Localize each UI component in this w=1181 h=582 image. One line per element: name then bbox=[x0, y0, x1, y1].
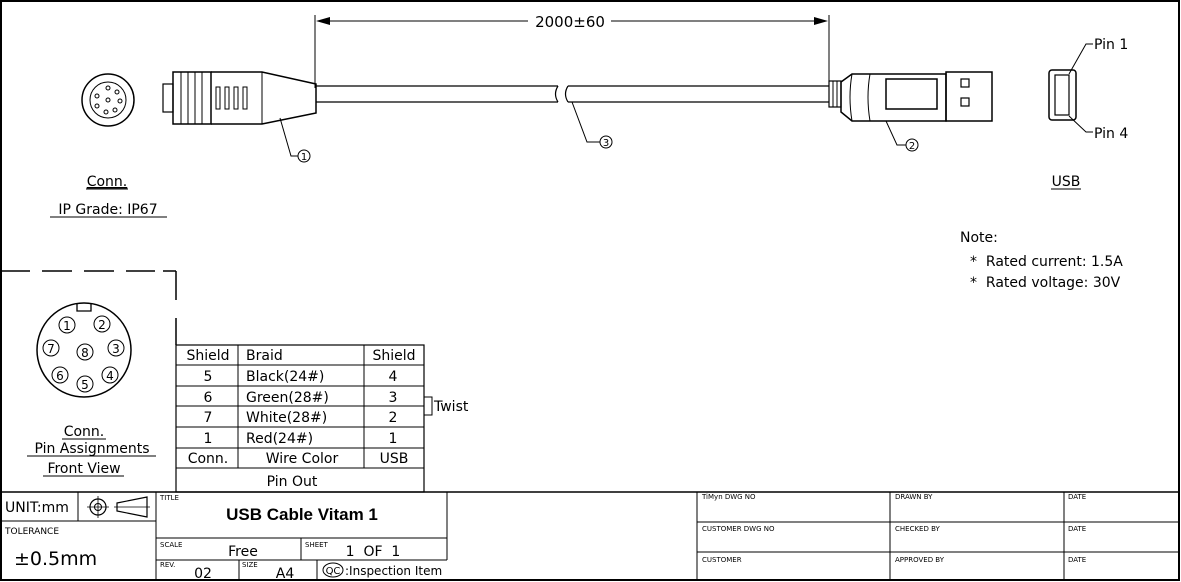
table-cell-wire-color: Black(24#) bbox=[246, 369, 324, 385]
connector-label: Conn. bbox=[87, 174, 128, 190]
date-label-drawn: DATE bbox=[1068, 493, 1086, 501]
table-cell-conn-pin: 7 bbox=[204, 410, 213, 426]
length-dimension: 2000±60 bbox=[314, 13, 830, 90]
qc-symbol: QC bbox=[326, 566, 341, 577]
sheet-label: SHEET bbox=[305, 541, 329, 549]
table-cell-wire-color: Green(28#) bbox=[246, 390, 329, 406]
note-rated-current: * Rated current: 1.5A bbox=[970, 254, 1123, 270]
usb-label: USB bbox=[1052, 174, 1081, 190]
usb-plug-side-view bbox=[828, 71, 993, 122]
tolerance-label: TOLERANCE bbox=[4, 527, 59, 537]
connector-end-view bbox=[81, 73, 135, 127]
rev-value: 02 bbox=[194, 566, 212, 582]
ip-grade-label: IP Grade: IP67 bbox=[58, 202, 157, 218]
table-cell-wire-color: Red(24#) bbox=[246, 431, 313, 447]
size-value: A4 bbox=[276, 566, 295, 582]
svg-text:2: 2 bbox=[909, 141, 915, 152]
table-header-shield-usb: Shield bbox=[372, 348, 415, 364]
rev-label: REV. bbox=[160, 561, 175, 569]
pin-assignment-caption-conn: Conn. bbox=[64, 424, 105, 440]
pin-label-1: 1 bbox=[63, 319, 71, 333]
usb-receptacle-front-view bbox=[1048, 43, 1093, 133]
callout-1: 1 bbox=[279, 117, 311, 163]
pin-label-7: 7 bbox=[47, 342, 55, 356]
note-rated-voltage: * Rated voltage: 30V bbox=[970, 275, 1121, 291]
date-label-approved: DATE bbox=[1068, 556, 1086, 564]
table-footer-usb: USB bbox=[380, 451, 409, 467]
checked-by-label: CHECKED BY bbox=[895, 525, 941, 533]
dwg-no-label: TiMyn DWG NO bbox=[701, 493, 756, 501]
pin-label-5: 5 bbox=[81, 378, 89, 392]
table-cell-wire-color: White(28#) bbox=[246, 410, 327, 426]
qc-description: :Inspection Item bbox=[345, 564, 442, 578]
pin-label-3: 3 bbox=[112, 342, 120, 356]
svg-text:1: 1 bbox=[301, 152, 307, 163]
callout-2: 2 bbox=[885, 120, 919, 152]
drawn-by-label: DRAWN BY bbox=[895, 493, 933, 501]
customer-label: CUSTOMER bbox=[702, 556, 742, 564]
date-label-checked: DATE bbox=[1068, 525, 1086, 533]
projection-symbol bbox=[87, 496, 150, 518]
qc-symbol-icon bbox=[322, 562, 344, 578]
callout-3: 3 bbox=[571, 101, 613, 149]
length-dimension-label: 2000±60 bbox=[535, 13, 605, 31]
scale-value: Free bbox=[228, 544, 258, 560]
tolerance-value: ±0.5mm bbox=[14, 548, 97, 570]
table-cell-conn-pin: 5 bbox=[204, 369, 213, 385]
table-cell-usb-pin: 3 bbox=[389, 390, 398, 406]
pin-label-4: 4 bbox=[106, 369, 114, 383]
cable bbox=[316, 85, 829, 103]
table-cell-conn-pin: 6 bbox=[204, 390, 213, 406]
sheet-value: 1 OF 1 bbox=[346, 544, 401, 560]
drawing-title: USB Cable Vitam 1 bbox=[226, 505, 378, 524]
pin-label-8: 8 bbox=[81, 346, 89, 360]
table-footer-conn: Conn. bbox=[188, 451, 229, 467]
table-cell-usb-pin: 4 bbox=[389, 369, 398, 385]
title-block bbox=[1, 491, 1179, 580]
svg-text:3: 3 bbox=[603, 138, 609, 149]
pin-label-6: 6 bbox=[56, 369, 64, 383]
note-heading: Note: bbox=[960, 230, 998, 246]
table-footer-wire-color: Wire Color bbox=[266, 451, 339, 467]
size-label: SIZE bbox=[242, 561, 258, 569]
table-cell-usb-pin: 1 bbox=[389, 431, 398, 447]
approved-by-label: APPROVED BY bbox=[895, 556, 945, 564]
pin-assignment-caption-view: Front View bbox=[47, 461, 120, 477]
title-label: TITLE bbox=[159, 494, 179, 502]
pin-assignment-detail bbox=[2, 270, 177, 398]
usb-pin4-label: Pin 4 bbox=[1094, 126, 1128, 142]
twist-label: Twist bbox=[433, 399, 469, 415]
scale-label: SCALE bbox=[160, 541, 182, 549]
table-cell-usb-pin: 2 bbox=[389, 410, 398, 426]
table-header-shield-conn: Shield bbox=[186, 348, 229, 364]
table-cell-conn-pin: 1 bbox=[204, 431, 213, 447]
customer-dwg-no-label: CUSTOMER DWG NO bbox=[702, 525, 775, 533]
pinout-table-title: Pin Out bbox=[267, 474, 318, 490]
pin-label-2: 2 bbox=[98, 318, 106, 332]
usb-pin1-label: Pin 1 bbox=[1094, 37, 1128, 53]
unit-label: UNIT:mm bbox=[5, 500, 69, 516]
m12-connector-side-view bbox=[162, 71, 317, 125]
pin-assignment-caption-title: Pin Assignments bbox=[34, 441, 149, 457]
table-header-braid: Braid bbox=[246, 348, 283, 364]
